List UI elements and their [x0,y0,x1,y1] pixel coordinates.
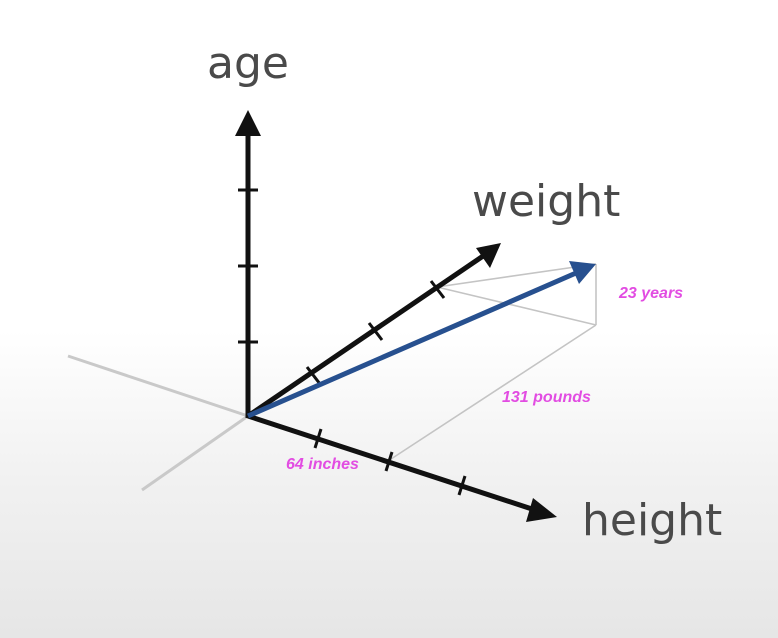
height-axis-arrowhead [526,498,557,522]
height-value-label: 64 inches [286,456,359,473]
age-axis-ticks [238,188,258,344]
age-axis-arrowhead [235,110,261,136]
age-axis-label: age [207,38,289,89]
height-axis-ticks [313,428,467,496]
height-axis [247,413,536,513]
weight-axis-arrowhead [476,243,501,268]
height-axis-label: height [582,495,722,546]
data-vector-arrowhead [569,261,596,284]
age-value-label: 23 years [618,285,683,302]
weight-axis [246,251,488,419]
weight-value-label: 131 pounds [502,389,591,406]
negative-y-axis [141,414,249,492]
negative-x-axis [67,354,249,418]
weight-axis-label: weight [472,176,620,227]
weight-axis-ticks [305,280,446,385]
data-vector [247,270,577,419]
projection-guides [387,263,597,462]
